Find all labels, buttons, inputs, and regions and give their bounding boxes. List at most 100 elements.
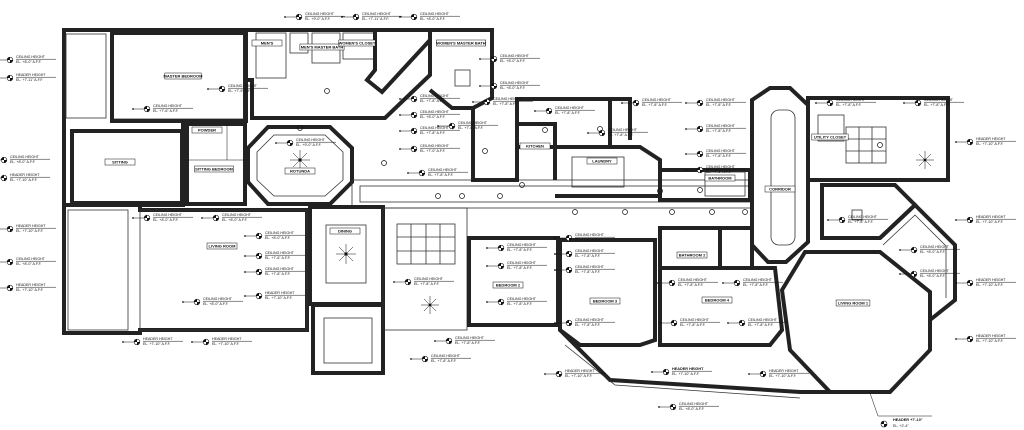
- room-name: BEDROOM 2: [496, 283, 521, 288]
- tag-line2: EL. +7'-6" A.F.F.: [458, 126, 484, 130]
- room-name: LIVING ROOM: [209, 244, 237, 249]
- room-label-master-bedroom: MASTER BEDROOM: [164, 72, 203, 80]
- room-label-living-room-1: LIVING ROOM 1: [835, 299, 871, 307]
- tag-line2: EL. +8'-0" A.F.F.: [420, 115, 446, 119]
- tag-line2: EL. +7'-6" A.F.F.: [265, 256, 291, 260]
- tag-line2: EL. +7'-10" A.F.F.: [769, 374, 797, 378]
- tag-line2: EL. +7'-8" A.F.F.: [680, 323, 706, 327]
- tag-line2: EL. +7'-10" A.F.F.: [976, 283, 1004, 287]
- tag-line2: EL. +8'-0" A.F.F.: [16, 262, 42, 266]
- bottom-header-line2: EL. +2'-4": [893, 424, 909, 428]
- room-name: SITTING BEDROOM: [195, 167, 233, 172]
- room-label-bedroom-4: BEDROOM 4: [701, 296, 733, 304]
- tag-line2: EL. +7'-11" A.F.F.: [16, 78, 43, 82]
- tag-line2: EL. +7'-8" A.F.F.: [924, 103, 950, 107]
- room-label-sitting-bedroom: SITTING BEDROOM: [194, 165, 234, 173]
- tag-line2: EL. +7'-10" A.F.F.: [16, 288, 44, 292]
- tag-line1: CEILING HEIGHT: [305, 12, 335, 16]
- tag-line2: EL. +8'-0" A.F.F.: [10, 160, 36, 164]
- room-label-bathroom-2: BATHROOM 2: [676, 251, 708, 259]
- room-label-utility-closet: UTILITY CLOSET: [811, 133, 849, 141]
- room-label-powder: POWDER: [191, 126, 223, 134]
- tag-line1: CEILING HEIGHT: [153, 104, 183, 108]
- room-name: BATHROOM: [708, 176, 732, 181]
- tag-line1: CEILING HEIGHT: [296, 138, 326, 142]
- tag-line2: EL. +7'-8" A.F.F.: [431, 359, 457, 363]
- tag-line2: EL. +7'-10" A.F.F.: [565, 374, 593, 378]
- tag-line1: CEILING HEIGHT: [507, 261, 537, 265]
- tag-line2: EL. +7'-8" A.F.F.: [265, 272, 291, 276]
- tag-line1: CEILING HEIGHT: [500, 54, 530, 58]
- tag-line2: EL. +7'-8" A.F.F.: [414, 282, 440, 286]
- tag-line1: HEADER HEIGHT: [16, 224, 46, 228]
- tag-line2: EL. +7'-9" A.F.F.: [228, 89, 254, 93]
- bottom-header-tag: HEADER +7'-10" EL. +2'-4": [869, 392, 932, 428]
- tag-line2: EL. +7'-8" A.F.F.: [743, 283, 769, 287]
- tag-line1: HEADER HEIGHT: [16, 73, 46, 77]
- tag-line1: CEILING HEIGHT: [748, 318, 778, 322]
- tag-line2: EL. +7'-8" A.F.F.: [575, 323, 601, 327]
- tag-line1: CEILING HEIGHT: [743, 278, 773, 282]
- tag-line2: EL. +7'-8" A.F.F.: [678, 283, 704, 287]
- tag-line2: EL. +7'-8" A.F.F.: [493, 102, 519, 106]
- tag-line1: CEILING HEIGHT: [16, 55, 46, 59]
- tag-line2: EL. +7'-8" A.F.F.: [748, 323, 774, 327]
- fixtures: [290, 88, 934, 314]
- tag-line2: EL. +7'-11" A.F.F.: [362, 17, 389, 21]
- tag-line2: EL. +8'-0" A.F.F.: [679, 407, 705, 411]
- tag-line2: EL. +7'-0" A.F.F.: [420, 149, 446, 153]
- tag-line1: CEILING HEIGHT: [222, 213, 252, 217]
- tag-line2: EL. +7'-8" A.F.F.: [507, 302, 533, 306]
- room-name: ROTUNDA: [290, 169, 310, 174]
- room-label-sitting-room: SITTING: [104, 158, 136, 166]
- tag-line1: CEILING HEIGHT: [507, 297, 537, 301]
- tag-line2: EL. +8'-0" A.F.F.: [500, 59, 526, 63]
- room-name: WOMEN'S MASTER BATH: [436, 41, 485, 46]
- tag-line1: CEILING HEIGHT: [420, 126, 450, 130]
- tag-line2: EL. +8'-0" A.F.F.: [203, 302, 229, 306]
- tag-line2: EL. +7'-6" A.F.F.: [153, 109, 179, 113]
- tag-line1: CEILING HEIGHT: [924, 98, 954, 102]
- tag-line2: EL. +7'-8" A.F.F.: [507, 266, 533, 270]
- room-label-womens-master-bath: WOMEN'S MASTER BATH: [436, 39, 486, 47]
- room-label-bathroom-3: BATHROOM: [704, 174, 736, 182]
- tag-line1: CEILING HEIGHT: [848, 215, 878, 219]
- tag-line2: EL. +8'-0" A.F.F.: [153, 218, 179, 222]
- tag-line1: CEILING HEIGHT: [420, 12, 450, 16]
- room-name: BEDROOM 3: [593, 299, 618, 304]
- room-name: DINING: [338, 229, 352, 234]
- tag-line1: CEILING HEIGHT: [706, 98, 736, 102]
- tag-line1: HEADER HEIGHT: [976, 215, 1006, 219]
- tag-line1: CEILING HEIGHT: [706, 149, 736, 153]
- tag-line1: CEILING HEIGHT: [420, 94, 450, 98]
- tag-line1: CEILING HEIGHT: [493, 97, 523, 101]
- tag-line2: EL. +7'-10" A.F.F.: [10, 178, 38, 182]
- room-name: WOMEN'S CLOSET: [339, 41, 376, 46]
- room-label-bedroom-2: BEDROOM 2: [492, 281, 524, 289]
- tag-line1: HEADER HEIGHT: [769, 369, 799, 373]
- tag-line1: CEILING HEIGHT: [414, 277, 444, 281]
